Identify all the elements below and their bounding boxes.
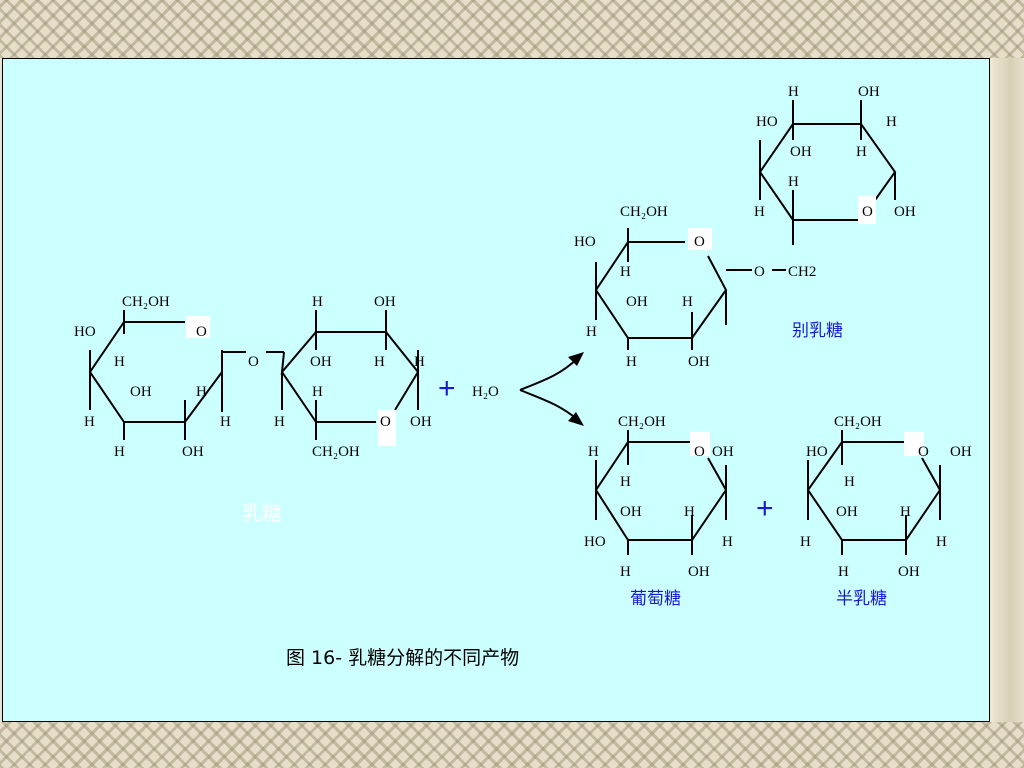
allolactose-ring-upper xyxy=(793,123,897,211)
atom-label: CH₂OH xyxy=(618,414,666,430)
atom-label: H xyxy=(196,384,207,400)
decorative-border-bottom xyxy=(0,722,1024,768)
atom-label: H xyxy=(274,414,285,430)
atom-label: H xyxy=(620,564,631,580)
atom-label: H xyxy=(886,114,897,130)
atom-label: H xyxy=(722,534,733,550)
atom-label: HO xyxy=(74,324,96,340)
plus-sign: + xyxy=(756,492,774,525)
atom-label: H xyxy=(114,354,125,370)
allolactose-label: 别乳糖 xyxy=(792,321,843,341)
arrow-down xyxy=(519,389,579,421)
arrow-up xyxy=(519,357,579,391)
atom-label: H xyxy=(414,354,425,370)
atom-label: H xyxy=(220,414,231,430)
atom-label: H xyxy=(374,354,385,370)
atom-label: HO xyxy=(584,534,606,550)
atom-label: H xyxy=(800,534,811,550)
atom-label: OH xyxy=(130,384,152,400)
atom-label: H xyxy=(754,204,765,220)
atom-label: H xyxy=(936,534,947,550)
atom-label: O xyxy=(862,204,873,220)
water-label: H₂O xyxy=(472,384,499,400)
atom-label: H xyxy=(626,354,637,370)
atom-label: OH xyxy=(374,294,396,310)
atom-label: OH xyxy=(790,144,812,160)
atom-label: CH2 xyxy=(788,264,816,280)
atom-label: OH xyxy=(894,204,916,220)
atom-label: H xyxy=(312,384,323,400)
atom-label: H xyxy=(114,444,125,460)
atom-label: OH xyxy=(620,504,642,520)
glucose-label: 葡萄糖 xyxy=(630,589,681,609)
atom-label: HO xyxy=(574,234,596,250)
atom-label: H xyxy=(620,264,631,280)
glucose-ring xyxy=(594,441,728,541)
decorative-border-right xyxy=(990,58,1024,722)
atom-label: OH xyxy=(688,354,710,370)
slide-panel xyxy=(2,58,990,722)
allolactose-ring-lower xyxy=(594,241,728,339)
atom-label: HO xyxy=(806,444,828,460)
atom-label: OH xyxy=(182,444,204,460)
atom-label: O xyxy=(196,324,207,340)
atom-label: H xyxy=(900,504,911,520)
lactose-label: 乳糖 xyxy=(242,501,282,525)
atom-label: OH xyxy=(858,84,880,100)
atom-label: H xyxy=(586,324,597,340)
atom-label: H xyxy=(588,444,599,460)
atom-label: O xyxy=(380,414,391,430)
atom-label: H xyxy=(856,144,867,160)
figure-caption: 图 16- 乳糖分解的不同产物 xyxy=(286,647,519,669)
arrowhead-up xyxy=(568,352,584,366)
atom-label: OH xyxy=(310,354,332,370)
atom-label: OH xyxy=(836,504,858,520)
atom-label: OH xyxy=(950,444,972,460)
atom-label: OH xyxy=(688,564,710,580)
atom-label: H xyxy=(682,294,693,310)
atom-label: HO xyxy=(756,114,778,130)
atom-label: CH₂OH xyxy=(312,444,360,460)
atom-label: O xyxy=(694,444,705,460)
lactose-glucose-ring xyxy=(280,331,420,411)
atom-label: OH xyxy=(898,564,920,580)
arrowhead-down xyxy=(568,412,584,426)
atom-label: O xyxy=(918,444,929,460)
atom-label: CH₂OH xyxy=(834,414,882,430)
atom-label: H xyxy=(84,414,95,430)
atom-label: O xyxy=(694,234,705,250)
atom-label: CH₂OH xyxy=(122,294,170,310)
atom-label: O xyxy=(248,354,259,370)
atom-label: OH xyxy=(712,444,734,460)
atom-label: O xyxy=(754,264,765,280)
atom-label: H xyxy=(844,474,855,490)
atom-label: H xyxy=(788,84,799,100)
plus-sign: + xyxy=(438,372,456,405)
atom-label: H xyxy=(788,174,799,190)
atom-label: H xyxy=(312,294,323,310)
atom-label: OH xyxy=(626,294,648,310)
atom-label: OH xyxy=(410,414,432,430)
galactose-label: 半乳糖 xyxy=(836,589,887,609)
decorative-border-top xyxy=(0,0,1024,58)
atom-label: H xyxy=(620,474,631,490)
atom-label: H xyxy=(684,504,695,520)
atom-label: CH₂OH xyxy=(620,204,668,220)
atom-label: H xyxy=(838,564,849,580)
